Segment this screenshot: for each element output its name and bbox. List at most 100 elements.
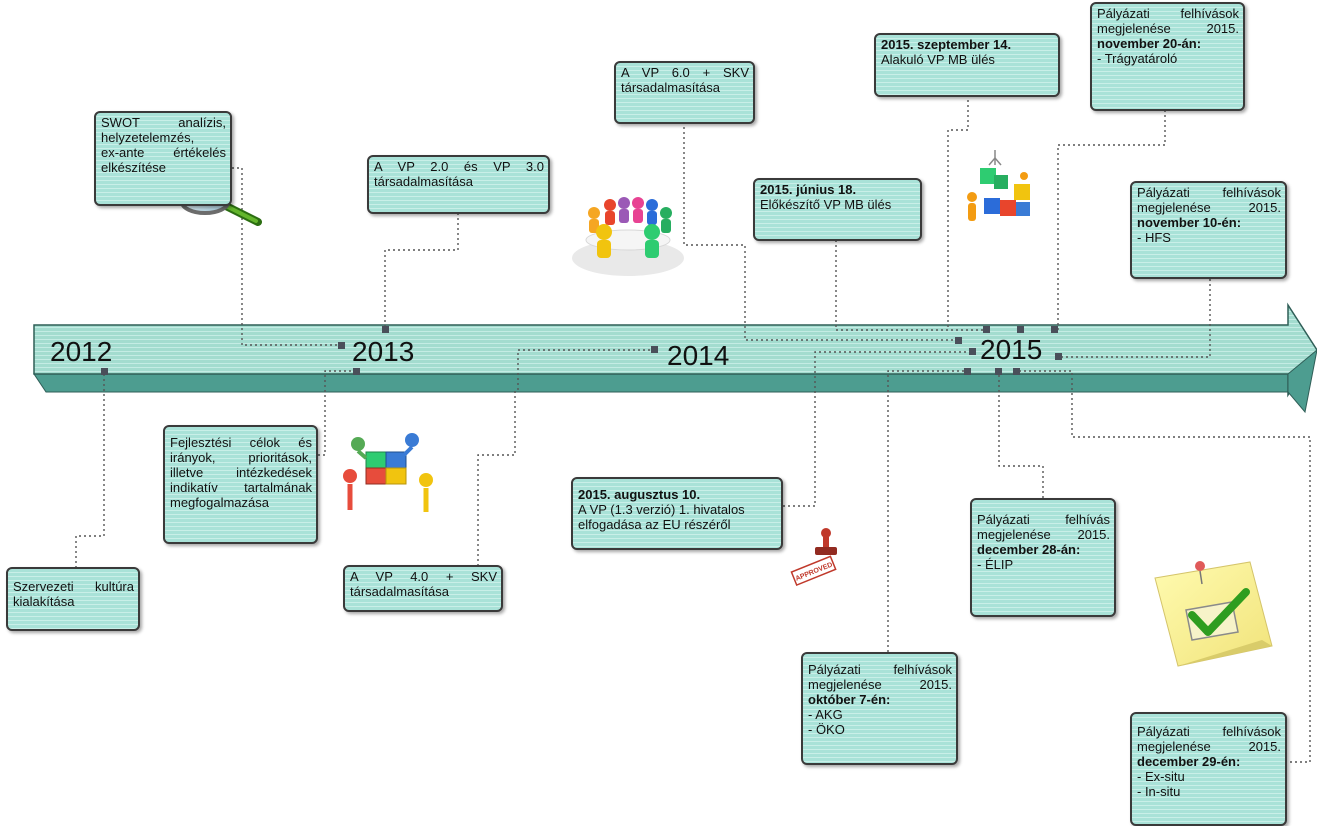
- box-date: 2015. június 18.: [760, 182, 857, 197]
- box-item: - ÖKO: [808, 722, 845, 737]
- connector-dec28: [998, 371, 1044, 498]
- connector-jun18: [835, 240, 986, 331]
- box-line: megjelenése 2015.: [808, 677, 952, 692]
- event-box-fejlesztesi: Fejlesztési célok és irányok, prioritáso…: [163, 425, 318, 544]
- sticky-note-check-icon: [1154, 561, 1273, 667]
- box-item: - Trágyatároló: [1097, 51, 1178, 66]
- box-line: helyzetelemzés,: [101, 130, 195, 145]
- box-date: december 29-én:: [1137, 754, 1241, 769]
- marker: [964, 368, 971, 375]
- box-line: társadalmasítása: [374, 174, 473, 189]
- box-line: társadalmasítása: [621, 80, 720, 95]
- box-item: - In-situ: [1137, 784, 1181, 799]
- box-line: A VP 6.0 + SKV: [621, 65, 749, 80]
- event-box-dec28: Pályázati felhívás megjelenése 2015. dec…: [970, 498, 1116, 617]
- box-date: október 7-én:: [808, 692, 891, 707]
- event-box-okt7: Pályázati felhívások megjelenése 2015. o…: [801, 652, 958, 765]
- box-line: SWOT analízis,: [101, 115, 226, 130]
- connector-okt7: [887, 370, 968, 652]
- box-date: 2015. augusztus 10.: [578, 487, 701, 502]
- box-line: elfogadása az EU részéről: [578, 517, 731, 532]
- event-box-szervezeti: Szervezeti kultúra kialakítása: [6, 567, 140, 631]
- marker: [995, 368, 1002, 375]
- box-line: indikatív tartalmának: [170, 480, 312, 495]
- connector-swot: [232, 167, 341, 346]
- box-line: Pályázati felhívások: [1137, 724, 1281, 739]
- marker: [955, 337, 962, 344]
- connector-fejl: [318, 370, 356, 456]
- box-line: Fejlesztési célok és: [170, 435, 312, 450]
- box-line: megjelenése 2015.: [1137, 739, 1281, 754]
- box-line: kialakítása: [13, 594, 75, 609]
- box-line: Pályázati felhívás: [977, 512, 1110, 527]
- box-line: Előkészítő VP MB ülés: [760, 197, 892, 212]
- approved-stamp-icon: APPROVED: [790, 528, 837, 587]
- event-box-aug10: 2015. augusztus 10. A VP (1.3 verzió) 1.…: [571, 477, 783, 550]
- box-line: Pályázati felhívások: [808, 662, 952, 677]
- box-line: A VP (1.3 verzió) 1. hivatalos: [578, 502, 745, 517]
- connector-vp2: [384, 213, 459, 330]
- box-date: november 10-én:: [1137, 215, 1242, 230]
- box-date: 2015. szeptember 14.: [881, 37, 1012, 52]
- connector-nov10: [1058, 279, 1211, 358]
- box-item: - ÉLIP: [977, 557, 1014, 572]
- year-2014: 2014: [667, 340, 730, 371]
- box-line: megjelenése 2015.: [977, 527, 1110, 542]
- event-box-jun18: 2015. június 18. Előkészítő VP MB ülés: [753, 178, 922, 241]
- year-2012: 2012: [50, 336, 113, 367]
- event-box-nov10: Pályázati felhívások megjelenése 2015. n…: [1130, 181, 1287, 279]
- box-item: - HFS: [1137, 230, 1171, 245]
- marker: [969, 348, 976, 355]
- event-box-swot: SWOT analízis, helyzetelemzés, ex-ante é…: [94, 111, 232, 206]
- box-line: Pályázati felhívások: [1097, 6, 1239, 21]
- marker: [1055, 353, 1062, 360]
- arrow-head-side: [1287, 349, 1317, 414]
- box-line: illetve intézkedések: [170, 465, 312, 480]
- marker: [101, 368, 108, 375]
- connector-lines: [75, 95, 1311, 763]
- box-line: elkészítése: [101, 160, 167, 175]
- box-date: november 20-án:: [1097, 36, 1202, 51]
- connector-vp6: [683, 122, 958, 341]
- team-circle-icon: [572, 197, 684, 276]
- box-line: A VP 4.0 + SKV: [350, 569, 497, 584]
- box-line: irányok, prioritások,: [170, 450, 312, 465]
- marker: [1013, 368, 1020, 375]
- box-line: Pályázati felhívások: [1137, 185, 1281, 200]
- marker: [353, 368, 360, 375]
- event-box-nov20: Pályázati felhívások megjelenése 2015. n…: [1090, 2, 1245, 111]
- year-2013: 2013: [352, 336, 415, 367]
- marker: [983, 326, 990, 333]
- event-box-dec29: Pályázati felhívások megjelenése 2015. d…: [1130, 712, 1287, 826]
- marker: [1017, 326, 1024, 333]
- marker: [382, 326, 389, 333]
- box-line: Alakuló VP MB ülés: [881, 52, 995, 67]
- event-box-vp4: A VP 4.0 + SKV társadalmasítása: [343, 565, 503, 612]
- box-date: december 28-án:: [977, 542, 1081, 557]
- box-item: - Ex-situ: [1137, 769, 1185, 784]
- box-line: A VP 2.0 és VP 3.0: [374, 159, 544, 174]
- arrow-side-face: [33, 373, 1289, 393]
- year-2015: 2015: [980, 334, 1043, 365]
- box-line: megjelenése 2015.: [1137, 200, 1281, 215]
- event-box-sep14: 2015. szeptember 14. Alakuló VP MB ülés: [874, 33, 1060, 97]
- connector-szerv: [75, 371, 105, 568]
- box-line: társadalmasítása: [350, 584, 449, 599]
- event-box-vp6: A VP 6.0 + SKV társadalmasítása: [614, 61, 755, 124]
- box-line: ex-ante értékelés: [101, 145, 226, 160]
- puzzle-team-icon: [343, 433, 433, 512]
- connector-sep14: [947, 95, 969, 330]
- box-item: - AKG: [808, 707, 843, 722]
- box-line: megfogalmazása: [170, 495, 269, 510]
- marker: [1051, 326, 1058, 333]
- box-line: Szervezeti kultúra: [13, 579, 134, 594]
- connector-vp4: [477, 390, 516, 566]
- marker: [338, 342, 345, 349]
- puzzle-crane-icon: [967, 150, 1030, 221]
- marker: [651, 346, 658, 353]
- connector-aug10: [783, 351, 970, 507]
- event-box-vp2: A VP 2.0 és VP 3.0 társadalmasítása: [367, 155, 550, 214]
- box-line: megjelenése 2015.: [1097, 21, 1239, 36]
